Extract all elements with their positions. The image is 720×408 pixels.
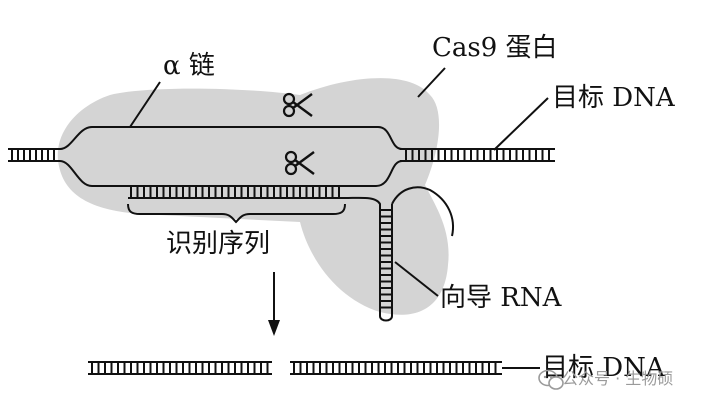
guide-rna-stem bbox=[344, 196, 393, 322]
dna-rungs-left bbox=[11, 149, 55, 161]
watermark-text: 公众号 · 生物硕 bbox=[562, 369, 673, 388]
cas9-protein-label: Cas9 蛋白 bbox=[432, 33, 558, 63]
target-dna-top-label: 目标 DNA bbox=[552, 83, 676, 113]
guide-rna-pairing-region bbox=[128, 186, 345, 199]
recognition-brace bbox=[127, 203, 346, 224]
target-dna-bottom-label: 目标 DNA bbox=[542, 353, 666, 383]
dna-rungs-right bbox=[405, 149, 550, 161]
watermark: 公众号 · 生物硕 bbox=[538, 369, 673, 390]
cleaved-dna-left bbox=[88, 361, 272, 375]
process-arrow bbox=[268, 272, 280, 336]
scissors-icon bbox=[282, 92, 313, 118]
cleaved-dna-right bbox=[290, 361, 502, 375]
guide-rna-label: 向导 RNA bbox=[440, 283, 563, 313]
right-dna-duplex bbox=[400, 148, 555, 162]
guide-rna-stem-rungs bbox=[380, 209, 392, 309]
wechat-logo-icon bbox=[538, 369, 564, 390]
cleaved-dna-left-rungs bbox=[91, 362, 269, 374]
left-dna-duplex bbox=[8, 148, 60, 162]
alpha-chain-leader bbox=[129, 81, 161, 128]
recognition-sequence-label: 识别序列 bbox=[166, 229, 270, 259]
alpha-chain-strand bbox=[59, 126, 403, 150]
cas9-leader bbox=[417, 67, 446, 98]
cas9-protein-shape bbox=[57, 78, 449, 315]
alpha-chain-label: α 链 bbox=[163, 51, 215, 81]
guide-rna-leader bbox=[394, 261, 439, 297]
target-dna-top-leader bbox=[493, 97, 549, 151]
guide-rna-rungs bbox=[130, 186, 340, 198]
scissors-icon bbox=[284, 150, 315, 176]
cleaved-dna-right-rungs bbox=[293, 362, 497, 374]
guide-rna-tail bbox=[391, 186, 454, 237]
